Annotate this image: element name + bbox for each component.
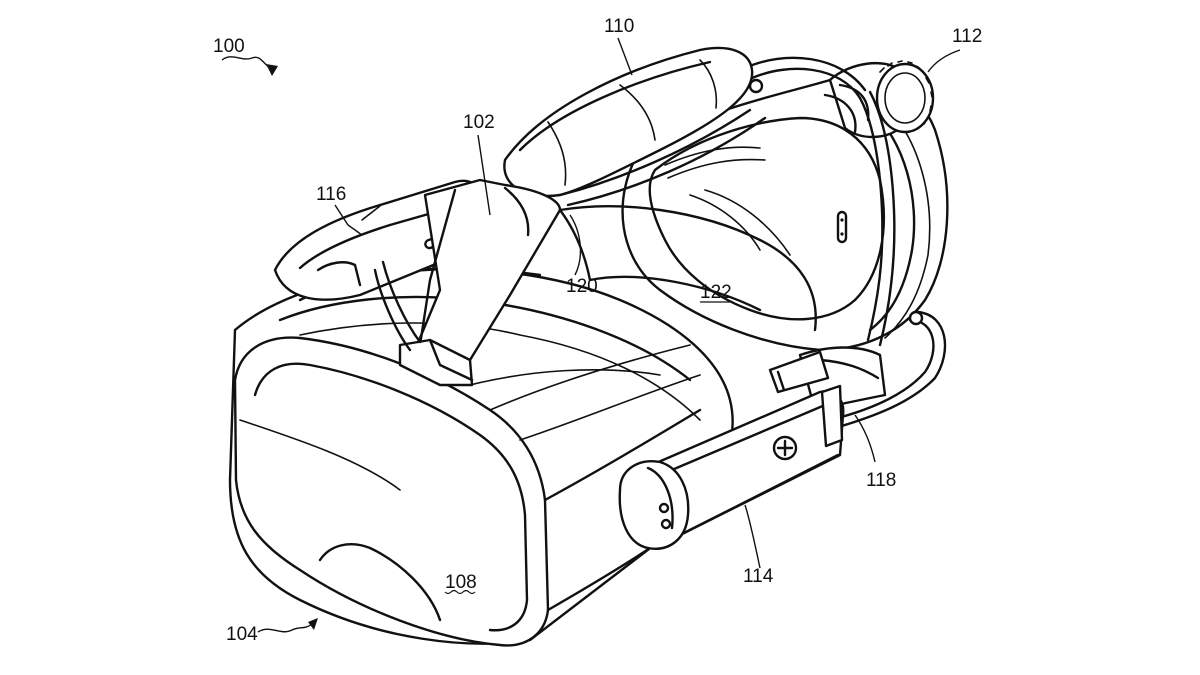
face-interface	[621, 76, 949, 352]
leader-lines	[221, 37, 961, 633]
side-arm	[618, 350, 845, 550]
ref-102: 102	[463, 112, 495, 133]
ref-118: 118	[866, 470, 896, 491]
ref-114: 114	[743, 566, 774, 587]
ref-100: 100	[213, 36, 245, 57]
headset-main-body	[228, 267, 734, 647]
ref-122: 122	[700, 282, 732, 303]
rear-adjustment-knob	[823, 60, 935, 139]
head-cradle	[469, 205, 817, 386]
ref-110: 110	[604, 16, 634, 37]
head-strap	[373, 178, 592, 387]
ref-116: 116	[316, 184, 346, 205]
ref-120: 120	[566, 276, 598, 297]
reference-numerals: 100 110 112 102 116 120 122 118 114 108 …	[213, 16, 982, 645]
ref-108: 108	[445, 572, 477, 593]
top-strap	[503, 46, 767, 207]
ref-112: 112	[952, 26, 982, 47]
ref-104: 104	[226, 624, 258, 645]
